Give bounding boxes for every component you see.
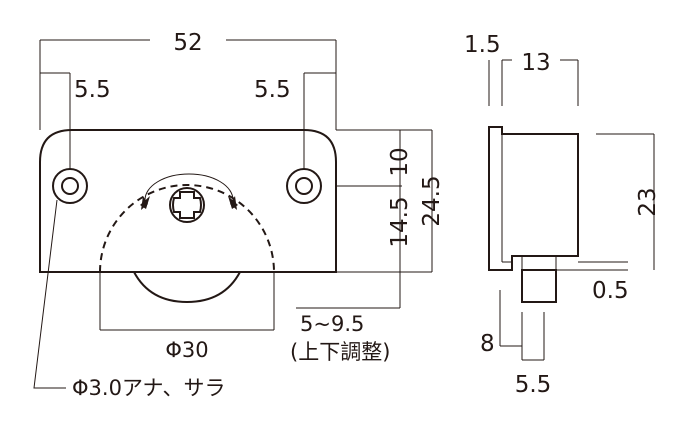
dim-stem-width: 5.5 (515, 312, 552, 398)
width-label: 52 (173, 30, 202, 56)
gap-label: 0.5 (592, 278, 629, 304)
dim-plate-thickness: 1.5 (464, 32, 503, 106)
right-mounting-hole (286, 168, 322, 204)
depth-label: 13 (521, 50, 550, 76)
dim-hole-offset-left: 5.5 (40, 72, 111, 170)
adjust-range-label: 5~9.5 (300, 312, 364, 336)
bracket-plate (39, 129, 337, 273)
dim-adjust-range: 5~9.5 (上下調整) (290, 307, 400, 364)
adjust-note-label: (上下調整) (290, 340, 390, 364)
dim-hole-to-bottom: 14.5 (387, 186, 413, 308)
dim-total-height: 24.5 (419, 130, 445, 272)
side-view: 1.5 13 23 0.5 8 (464, 32, 661, 398)
dim-wheel-diameter: Φ30 (99, 272, 275, 362)
wheel-bottom (133, 271, 241, 304)
hole-note-label: Φ3.0アナ、サラ (72, 376, 225, 400)
hole-offset-left-label: 5.5 (74, 77, 111, 103)
rotation-arrow-icon (140, 173, 238, 210)
adjust-screw-icon (169, 187, 205, 223)
plate-thickness-label: 1.5 (464, 32, 501, 58)
hole-to-bottom-label: 14.5 (387, 196, 413, 247)
wheel-diameter-label: Φ30 (165, 338, 208, 362)
hole-to-top-label: 10 (387, 147, 413, 176)
dim-stem-height: 8 (480, 290, 522, 357)
dim-gap: 0.5 (556, 261, 629, 304)
dim-depth: 13 (502, 50, 579, 106)
front-view: 52 5.5 5.5 10 14.5 24.5 (33, 30, 445, 400)
left-mounting-hole (52, 168, 88, 204)
hole-offset-right-label: 5.5 (254, 77, 291, 103)
dim-width: 52 (39, 30, 337, 130)
total-height-label: 24.5 (419, 175, 445, 226)
wheel-outline (99, 184, 275, 273)
side-body (488, 126, 579, 271)
side-height-label: 23 (635, 187, 661, 216)
hole-note-leader: Φ3.0アナ、サラ (33, 199, 225, 400)
stem-width-label: 5.5 (515, 372, 552, 398)
stem-height-label: 8 (480, 331, 495, 357)
dim-hole-to-top: 10 (387, 130, 413, 186)
dim-side-height: 23 (596, 133, 661, 270)
side-stem (521, 269, 557, 303)
dim-hole-offset-right: 5.5 (254, 72, 336, 170)
